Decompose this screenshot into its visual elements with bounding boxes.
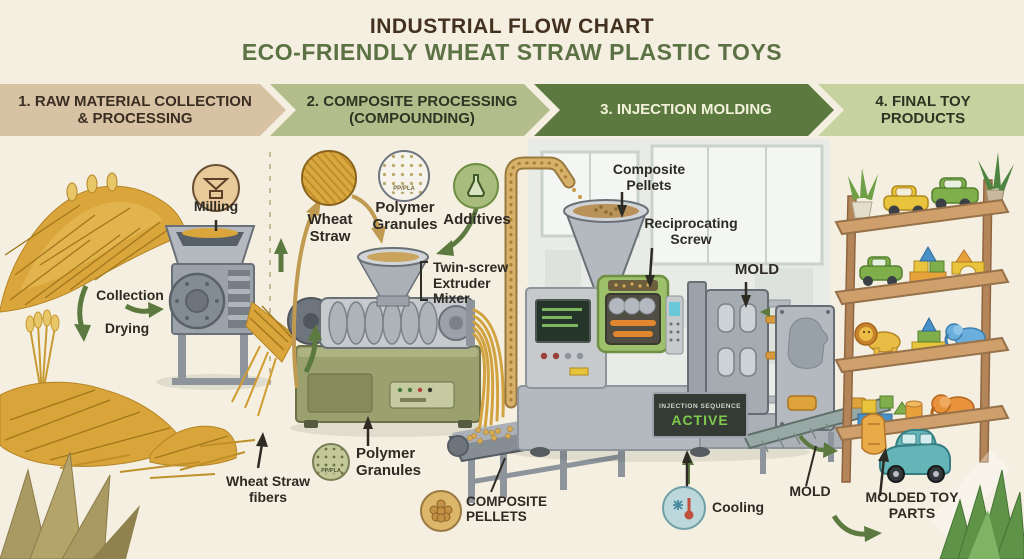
label-additives: Additives bbox=[443, 211, 511, 228]
pellet-transfer-pipe bbox=[504, 156, 588, 409]
molded-parts-and-toy-car bbox=[861, 413, 951, 483]
injection-status-display: INJECTION SEQUENCE ACTIVE bbox=[652, 392, 748, 438]
label-cooling: Cooling bbox=[712, 499, 765, 515]
label-polymer-granules-2: Polymer Granules bbox=[356, 445, 422, 479]
status-display-active: ACTIVE bbox=[671, 411, 729, 428]
label-twin-screw-extruder: Twin-screw Extruder Mixer bbox=[433, 259, 509, 307]
pp-pla-tag-2: PP/PLA bbox=[321, 468, 341, 474]
stage-4-chevron: 4. FINAL TOY PRODUCTS bbox=[818, 84, 1024, 136]
polymer-granules-icon: PP/PLA bbox=[378, 150, 430, 202]
milling-icon bbox=[192, 164, 240, 212]
label-wheat-straw-fibers: Wheat Straw fibers bbox=[225, 473, 310, 505]
status-display-caption: INJECTION SEQUENCE bbox=[659, 402, 741, 410]
process-stage-banner: 1. RAW MATERIAL COLLECTION & PROCESSING … bbox=[0, 84, 1024, 136]
flow-arrows bbox=[74, 194, 882, 542]
label-milling: Milling bbox=[193, 198, 239, 214]
polymer-granules-small-icon: PP/PLA bbox=[312, 443, 350, 481]
label-polymer-granules: Polymer Granules bbox=[372, 199, 438, 233]
stage-3-chevron: 3. INJECTION MOLDING bbox=[534, 84, 834, 136]
corner-plant-left bbox=[0, 451, 140, 559]
wheat-straw-pile-top bbox=[0, 172, 187, 313]
wheat-straw-pile-bottom bbox=[0, 381, 256, 479]
corner-plant-right bbox=[930, 450, 1024, 559]
wheat-straw-icon bbox=[301, 150, 357, 206]
label-mold-bottom: MOLD bbox=[789, 483, 831, 499]
stage-1-chevron: 1. RAW MATERIAL COLLECTION & PROCESSING bbox=[0, 84, 286, 136]
label-mold-top: MOLD bbox=[734, 261, 780, 278]
milling-machine bbox=[156, 225, 297, 417]
label-pointer-lines bbox=[214, 192, 889, 497]
twin-screw-extruder bbox=[287, 247, 505, 437]
title-line-2: ECO-FRIENDLY WHEAT STRAW PLASTIC TOYS bbox=[241, 39, 783, 66]
label-collection: Collection bbox=[96, 287, 164, 303]
pp-pla-tag: PP/PLA bbox=[392, 186, 416, 192]
additives-flask-icon bbox=[453, 163, 499, 209]
cooling-icon bbox=[662, 486, 706, 530]
page-title: INDUSTRIAL FLOW CHART ECO-FRIENDLY WHEAT… bbox=[0, 14, 1024, 67]
label-molded-toy-parts: MOLDED TOY PARTS bbox=[865, 489, 959, 521]
label-drying: Drying bbox=[104, 320, 150, 336]
label-composite-pellets-caps: COMPOSITE PELLETS bbox=[466, 494, 548, 525]
title-line-1: INDUSTRIAL FLOW CHART bbox=[369, 15, 655, 38]
label-composite-pellets: Composite Pellets bbox=[612, 161, 686, 193]
stage-2-chevron: 2. COMPOSITE PROCESSING (COMPOUNDING) bbox=[270, 84, 550, 136]
composite-pellets-icon bbox=[420, 490, 462, 532]
label-reciprocating-screw: Reciprocating Screw bbox=[644, 215, 738, 247]
label-wheat-straw: Wheat Straw bbox=[307, 211, 353, 245]
